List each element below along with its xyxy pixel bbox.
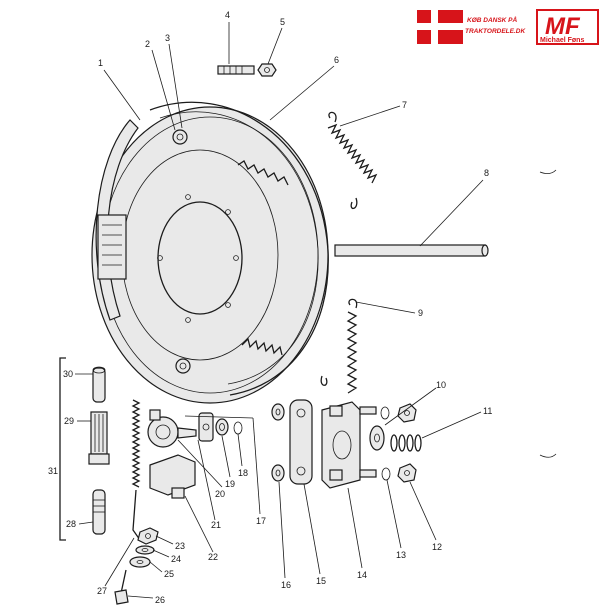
bolt-4: [217, 65, 255, 75]
bolt-26: [114, 569, 129, 605]
washer-13: [381, 467, 391, 481]
danish-flag-logo: KØB DANSK PÅ TRAKTORDELE.DK: [417, 10, 526, 44]
label-part-19: 19: [225, 479, 235, 489]
label-part-26: 26: [155, 595, 165, 605]
hub-opening: [157, 201, 243, 315]
label-part-15: 15: [316, 576, 326, 586]
axle-shaft: [334, 244, 489, 257]
label-part-5: 5: [280, 17, 285, 27]
label-part-17: 17: [256, 516, 266, 526]
label-part-4: 4: [225, 10, 230, 20]
group-bracket-31: [59, 357, 66, 541]
plate-19: [198, 412, 214, 442]
anchor-pin-top: [172, 129, 188, 145]
mf-logo: MF Michael Føns: [536, 9, 599, 45]
label-part-22: 22: [208, 552, 218, 562]
lever-21: [177, 427, 197, 439]
label-part-20: 20: [215, 489, 225, 499]
nut-23: [137, 527, 159, 545]
mf-logo-subtitle: Michael Føns: [540, 37, 584, 44]
washer-10: [369, 425, 385, 451]
label-part-3: 3: [165, 33, 170, 43]
washer-16-bottom: [271, 464, 285, 482]
nut-10-top: [397, 403, 417, 423]
label-part-24: 24: [171, 554, 181, 564]
label-part-23: 23: [175, 541, 185, 551]
nut-12: [397, 463, 417, 483]
internal-spring-upper: [237, 160, 289, 186]
link-plate-15: [289, 399, 313, 485]
margin-mark-top: [539, 169, 557, 174]
margin-mark-bottom: [539, 453, 557, 458]
label-part-11: 11: [483, 406, 492, 416]
internal-spring-lower: [241, 337, 283, 356]
cam-20: [147, 409, 179, 448]
washer-24: [135, 545, 155, 555]
adjuster-mechanism: [97, 214, 127, 280]
washer-18-b: [233, 421, 243, 435]
label-part-6: 6: [334, 55, 339, 65]
housing-22: [149, 454, 196, 499]
label-part-27: 27: [97, 586, 107, 596]
logo-line-1: KØB DANSK PÅ: [467, 15, 518, 24]
label-part-9: 9: [418, 308, 423, 318]
label-part-1: 1: [98, 58, 103, 68]
nut-5: [257, 63, 277, 77]
logo-line-2: TRAKTORDELE.DK: [465, 28, 526, 35]
label-part-31: 31: [48, 466, 58, 476]
label-part-21: 21: [211, 520, 221, 530]
label-part-12: 12: [432, 542, 442, 552]
mf-logo-letters: MF: [545, 13, 581, 40]
label-part-14: 14: [357, 570, 367, 580]
mf-logo-frame: [536, 9, 599, 45]
label-part-8: 8: [484, 168, 489, 178]
return-spring-7: [327, 111, 378, 209]
pin-30: [92, 366, 106, 403]
splined-shaft-29: [88, 411, 110, 465]
flag-cross-horizontal: [417, 23, 463, 30]
label-part-29: 29: [64, 416, 74, 426]
leader-lines: [75, 22, 484, 599]
washer-18-a: [215, 418, 229, 436]
label-part-7: 7: [402, 100, 407, 110]
spring-11: [390, 434, 422, 452]
pin-28: [92, 489, 106, 535]
label-part-2: 2: [145, 39, 150, 49]
label-part-16: 16: [281, 580, 291, 590]
label-part-13: 13: [396, 550, 406, 560]
brake-backplate: [91, 106, 329, 404]
washer-16-top: [271, 403, 285, 421]
label-part-30: 30: [63, 369, 73, 379]
anchor-pin-bottom: [175, 358, 191, 374]
bracket-14: [321, 401, 377, 489]
label-part-28: 28: [66, 519, 76, 529]
label-part-10: 10: [436, 380, 446, 390]
label-part-25: 25: [164, 569, 174, 579]
label-part-18: 18: [238, 468, 248, 478]
spring-27: [131, 399, 141, 541]
washer-13-top: [380, 406, 390, 420]
return-spring-9: [320, 298, 358, 394]
washer-25: [129, 556, 151, 568]
